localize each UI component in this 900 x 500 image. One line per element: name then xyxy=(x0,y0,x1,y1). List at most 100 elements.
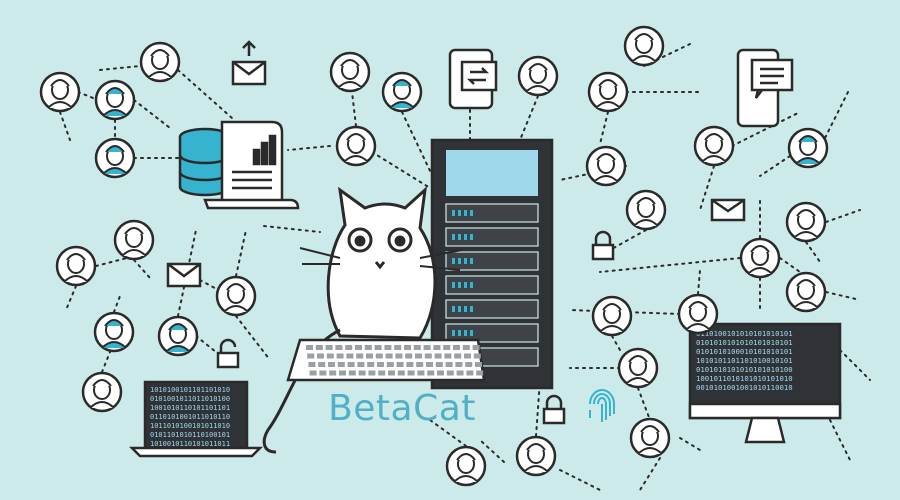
keyboard-key xyxy=(405,353,413,359)
keyboard-key xyxy=(308,362,316,367)
rack-led xyxy=(452,330,455,336)
keyboard-key xyxy=(358,370,366,376)
binary-line: 0110101001011010110 xyxy=(150,413,230,421)
person-avatar xyxy=(739,237,781,279)
person-avatar xyxy=(629,417,671,459)
person-avatar xyxy=(139,41,181,83)
person-avatar xyxy=(94,137,136,179)
person-avatar xyxy=(587,71,629,113)
connection-line xyxy=(351,91,357,127)
laptop-icon: 1010100101101101010010100101101101010010… xyxy=(128,380,264,458)
connection-line xyxy=(429,419,467,447)
binary-line: 0101010101010101010101 xyxy=(696,338,793,347)
keyboard-key xyxy=(366,353,373,359)
keyboard-key xyxy=(348,370,356,376)
keyboard-key xyxy=(337,362,345,367)
rack-led xyxy=(470,234,473,240)
database-icon xyxy=(178,127,232,197)
keyboard-key xyxy=(475,362,482,367)
connection-line xyxy=(113,295,121,313)
connection-line xyxy=(699,165,715,211)
connection-line xyxy=(779,257,801,273)
connection-line xyxy=(235,229,247,277)
binary-line: 0101101010110100101 xyxy=(150,431,230,439)
keyboard-key xyxy=(417,370,425,376)
keyboard-key xyxy=(317,353,324,359)
keyboard-key xyxy=(443,345,451,350)
keyboard-key xyxy=(386,362,394,367)
keyboard-key xyxy=(346,353,354,359)
keyboard-key xyxy=(434,353,442,359)
fingerprint-icon xyxy=(589,389,615,422)
connection-line xyxy=(825,209,861,223)
binary-line: 1011010100101011010 xyxy=(150,422,230,430)
connection-line xyxy=(639,457,661,491)
rack-unit xyxy=(445,251,539,271)
connection-line xyxy=(263,225,321,233)
connection-line xyxy=(65,285,77,311)
rack-led xyxy=(464,210,467,216)
keyboard-key xyxy=(384,345,392,350)
keyboard-key xyxy=(325,345,333,350)
connection-line xyxy=(99,65,141,71)
rack-led xyxy=(470,258,473,264)
keyboard-icon xyxy=(286,338,486,382)
connection-line xyxy=(599,257,741,273)
keyboard-key xyxy=(364,345,372,350)
keyboard-key xyxy=(427,370,435,376)
person-avatar xyxy=(585,145,627,187)
keyboard-key xyxy=(396,362,404,367)
person-avatar xyxy=(693,125,735,167)
keyboard-key xyxy=(465,362,473,367)
person-avatar xyxy=(55,245,97,287)
connection-line xyxy=(823,91,849,141)
keyboard-key xyxy=(423,345,431,350)
rack-unit xyxy=(445,227,539,247)
keyboard-key xyxy=(309,370,317,376)
person-avatar xyxy=(335,125,377,167)
keyboard-key xyxy=(336,353,344,359)
person-avatar xyxy=(215,275,257,317)
person-avatar xyxy=(515,435,557,477)
smartphone-sync-icon xyxy=(448,48,498,110)
person-avatar xyxy=(445,445,487,487)
keyboard-key xyxy=(433,345,441,350)
rack-led xyxy=(470,210,473,216)
person-avatar xyxy=(329,51,371,93)
connection-line xyxy=(697,269,701,295)
keyboard-key xyxy=(328,362,335,367)
keyboard-key xyxy=(424,353,432,359)
keyboard-key xyxy=(426,362,433,367)
keyboard-key xyxy=(357,362,365,367)
connection-line xyxy=(535,379,541,437)
connection-line xyxy=(829,419,851,461)
person-avatar xyxy=(623,25,665,67)
keyboard-key xyxy=(385,353,393,359)
connection-line xyxy=(839,349,871,381)
keyboard-key xyxy=(355,345,362,350)
keyboard-key xyxy=(367,362,375,367)
keyboard-key xyxy=(345,345,353,350)
connection-line xyxy=(133,259,151,279)
envelope-icon xyxy=(710,198,746,222)
keyboard-key xyxy=(416,362,424,367)
keyboard-key xyxy=(306,345,313,350)
keyboard-key xyxy=(455,362,463,367)
rack-led xyxy=(458,210,461,216)
padlock-icon xyxy=(591,230,615,261)
connection-line xyxy=(559,165,627,181)
smartphone-chat-icon xyxy=(736,48,794,128)
binary-line: 1010010110101011011 xyxy=(150,440,230,448)
rack-led xyxy=(464,234,467,240)
keyboard-key xyxy=(406,362,414,367)
rack-led xyxy=(464,330,467,336)
keyboard-key xyxy=(454,353,462,359)
connection-line xyxy=(599,111,609,145)
monitor-screen-code: 0110100101010101010101010101010101010101… xyxy=(696,329,793,392)
connection-line xyxy=(133,99,171,129)
person-avatar xyxy=(591,295,633,337)
brand-logo-text: BetaCat xyxy=(328,388,476,429)
keyboard-key xyxy=(445,362,453,367)
connection-line xyxy=(235,315,271,361)
